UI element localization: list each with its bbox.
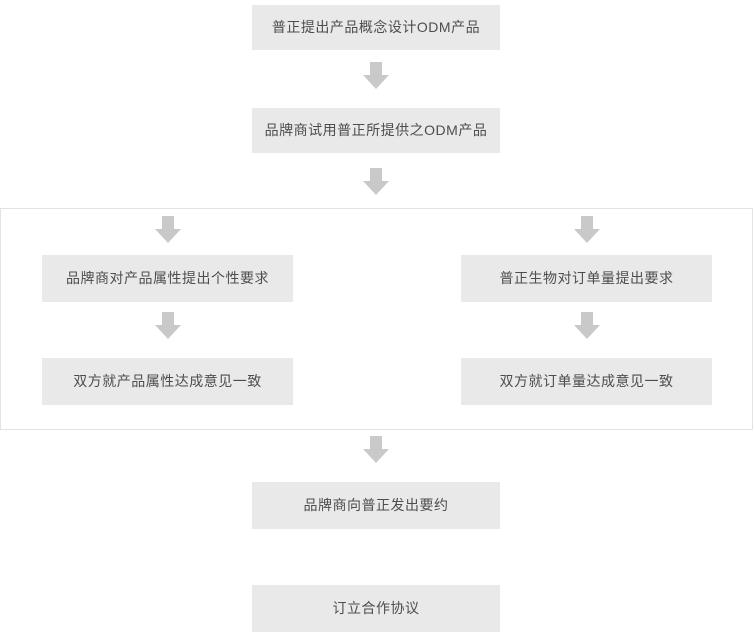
node-left-consensus: 双方就产品属性达成意见一致	[42, 358, 293, 405]
arrow-head	[363, 449, 389, 463]
arrow-down-icon	[363, 168, 389, 195]
arrow-stem	[162, 312, 174, 325]
arrow-down-icon	[155, 216, 181, 243]
node-agreement: 订立合作协议	[252, 585, 500, 632]
arrow-stem	[581, 216, 593, 229]
arrow-head	[155, 325, 181, 339]
arrow-head	[363, 181, 389, 195]
arrow-down-icon	[574, 312, 600, 339]
arrow-stem	[370, 168, 382, 181]
node-left-requirement: 品牌商对产品属性提出个性要求	[42, 255, 293, 302]
negotiation-group-frame	[0, 208, 753, 430]
arrow-head	[155, 229, 181, 243]
arrow-head	[574, 229, 600, 243]
arrow-down-icon	[574, 216, 600, 243]
arrow-stem	[370, 62, 382, 75]
node-offer: 品牌商向普正发出要约	[252, 482, 500, 529]
arrow-stem	[581, 312, 593, 325]
node-concept: 普正提出产品概念设计ODM产品	[252, 5, 500, 50]
arrow-head	[363, 75, 389, 89]
arrow-head	[574, 325, 600, 339]
arrow-stem	[370, 436, 382, 449]
node-right-requirement: 普正生物对订单量提出要求	[461, 255, 712, 302]
arrow-down-icon	[155, 312, 181, 339]
node-right-consensus: 双方就订单量达成意见一致	[461, 358, 712, 405]
node-trial: 品牌商试用普正所提供之ODM产品	[252, 108, 500, 153]
arrow-down-icon	[363, 62, 389, 89]
arrow-stem	[162, 216, 174, 229]
arrow-down-icon	[363, 436, 389, 463]
